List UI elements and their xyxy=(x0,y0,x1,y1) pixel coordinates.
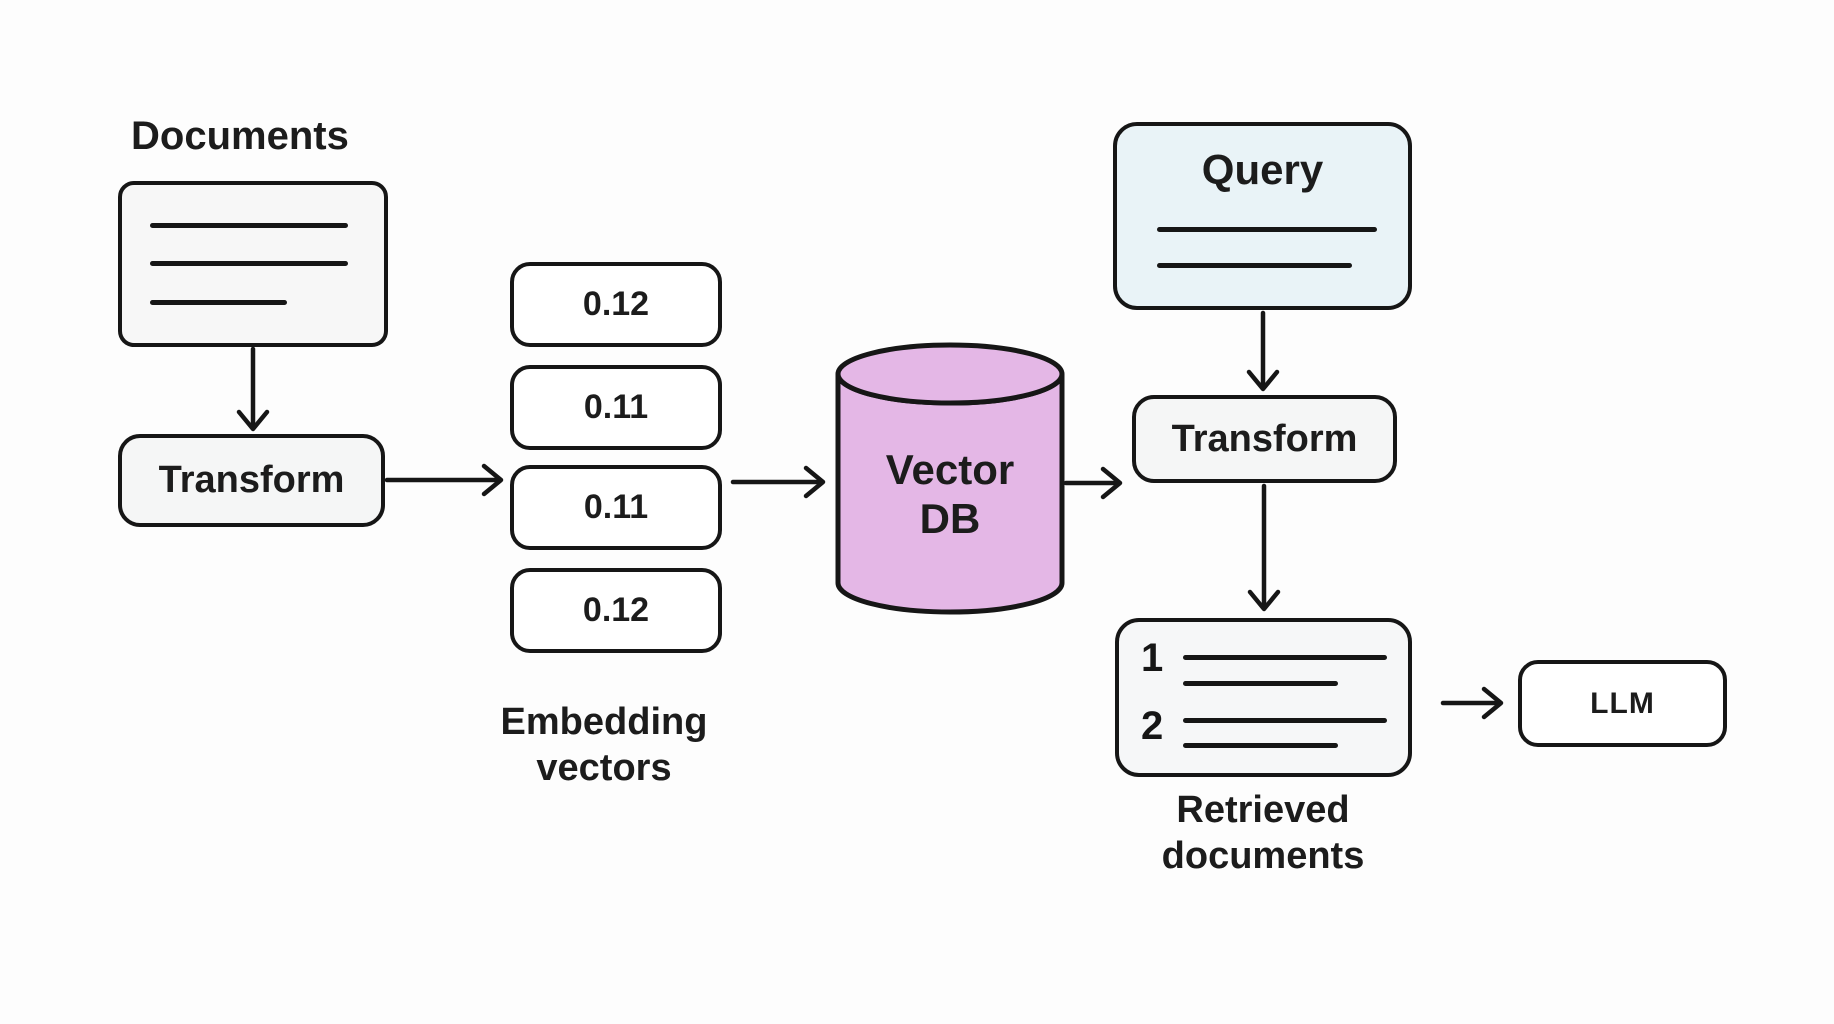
transform-ingest-label: Transform xyxy=(158,459,345,501)
embedding-vectors-caption: Embedding vectors xyxy=(500,701,708,789)
arrow-transform-to-retrieved xyxy=(1247,483,1281,612)
llm-box: LLM xyxy=(1518,660,1727,747)
transform-ingest-box: Transform xyxy=(118,434,385,527)
text-line xyxy=(150,300,287,305)
retrieved-item-number: 2 xyxy=(1141,704,1164,748)
text-line xyxy=(1157,263,1352,268)
embedding-vector-chip: 0.12 xyxy=(510,262,722,347)
embedding-vector-chip: 0.11 xyxy=(510,365,722,450)
documents-title: Documents xyxy=(131,114,349,158)
arrow-query-to-transform xyxy=(1246,310,1280,392)
vector-db-cylinder xyxy=(835,342,1065,615)
retrieved-documents-caption: Retrieved documents xyxy=(1161,789,1365,877)
arrow-transform-to-embeddings xyxy=(384,463,504,497)
embedding-vector-chip: 0.12 xyxy=(510,568,722,653)
text-line xyxy=(1183,655,1387,660)
llm-label: LLM xyxy=(1590,686,1655,720)
arrow-embeddings-to-vectordb xyxy=(730,465,826,499)
vector-db-label: Vector DB xyxy=(885,446,1015,542)
query-box: Query xyxy=(1113,122,1412,310)
embedding-vector-chip: 0.11 xyxy=(510,465,722,550)
arrow-vectordb-to-transform xyxy=(1063,466,1123,500)
text-line xyxy=(1183,743,1338,748)
text-line xyxy=(1157,227,1377,232)
documents-box xyxy=(118,181,388,347)
embedding-value: 0.12 xyxy=(582,591,650,629)
embedding-value: 0.11 xyxy=(583,488,649,526)
text-line xyxy=(1183,718,1387,723)
transform-query-label: Transform xyxy=(1171,417,1358,460)
transform-query-box: Transform xyxy=(1132,395,1397,483)
text-line xyxy=(150,223,348,228)
arrow-documents-to-transform xyxy=(236,346,270,432)
text-line xyxy=(150,261,348,266)
query-label: Query xyxy=(1201,146,1324,193)
arrow-retrieved-to-llm xyxy=(1440,686,1504,720)
embedding-value: 0.11 xyxy=(583,388,649,426)
text-line xyxy=(1183,681,1338,686)
embedding-value: 0.12 xyxy=(582,285,650,323)
retrieved-item-number: 1 xyxy=(1141,636,1164,680)
retrieved-documents-box: 1 2 xyxy=(1115,618,1412,777)
